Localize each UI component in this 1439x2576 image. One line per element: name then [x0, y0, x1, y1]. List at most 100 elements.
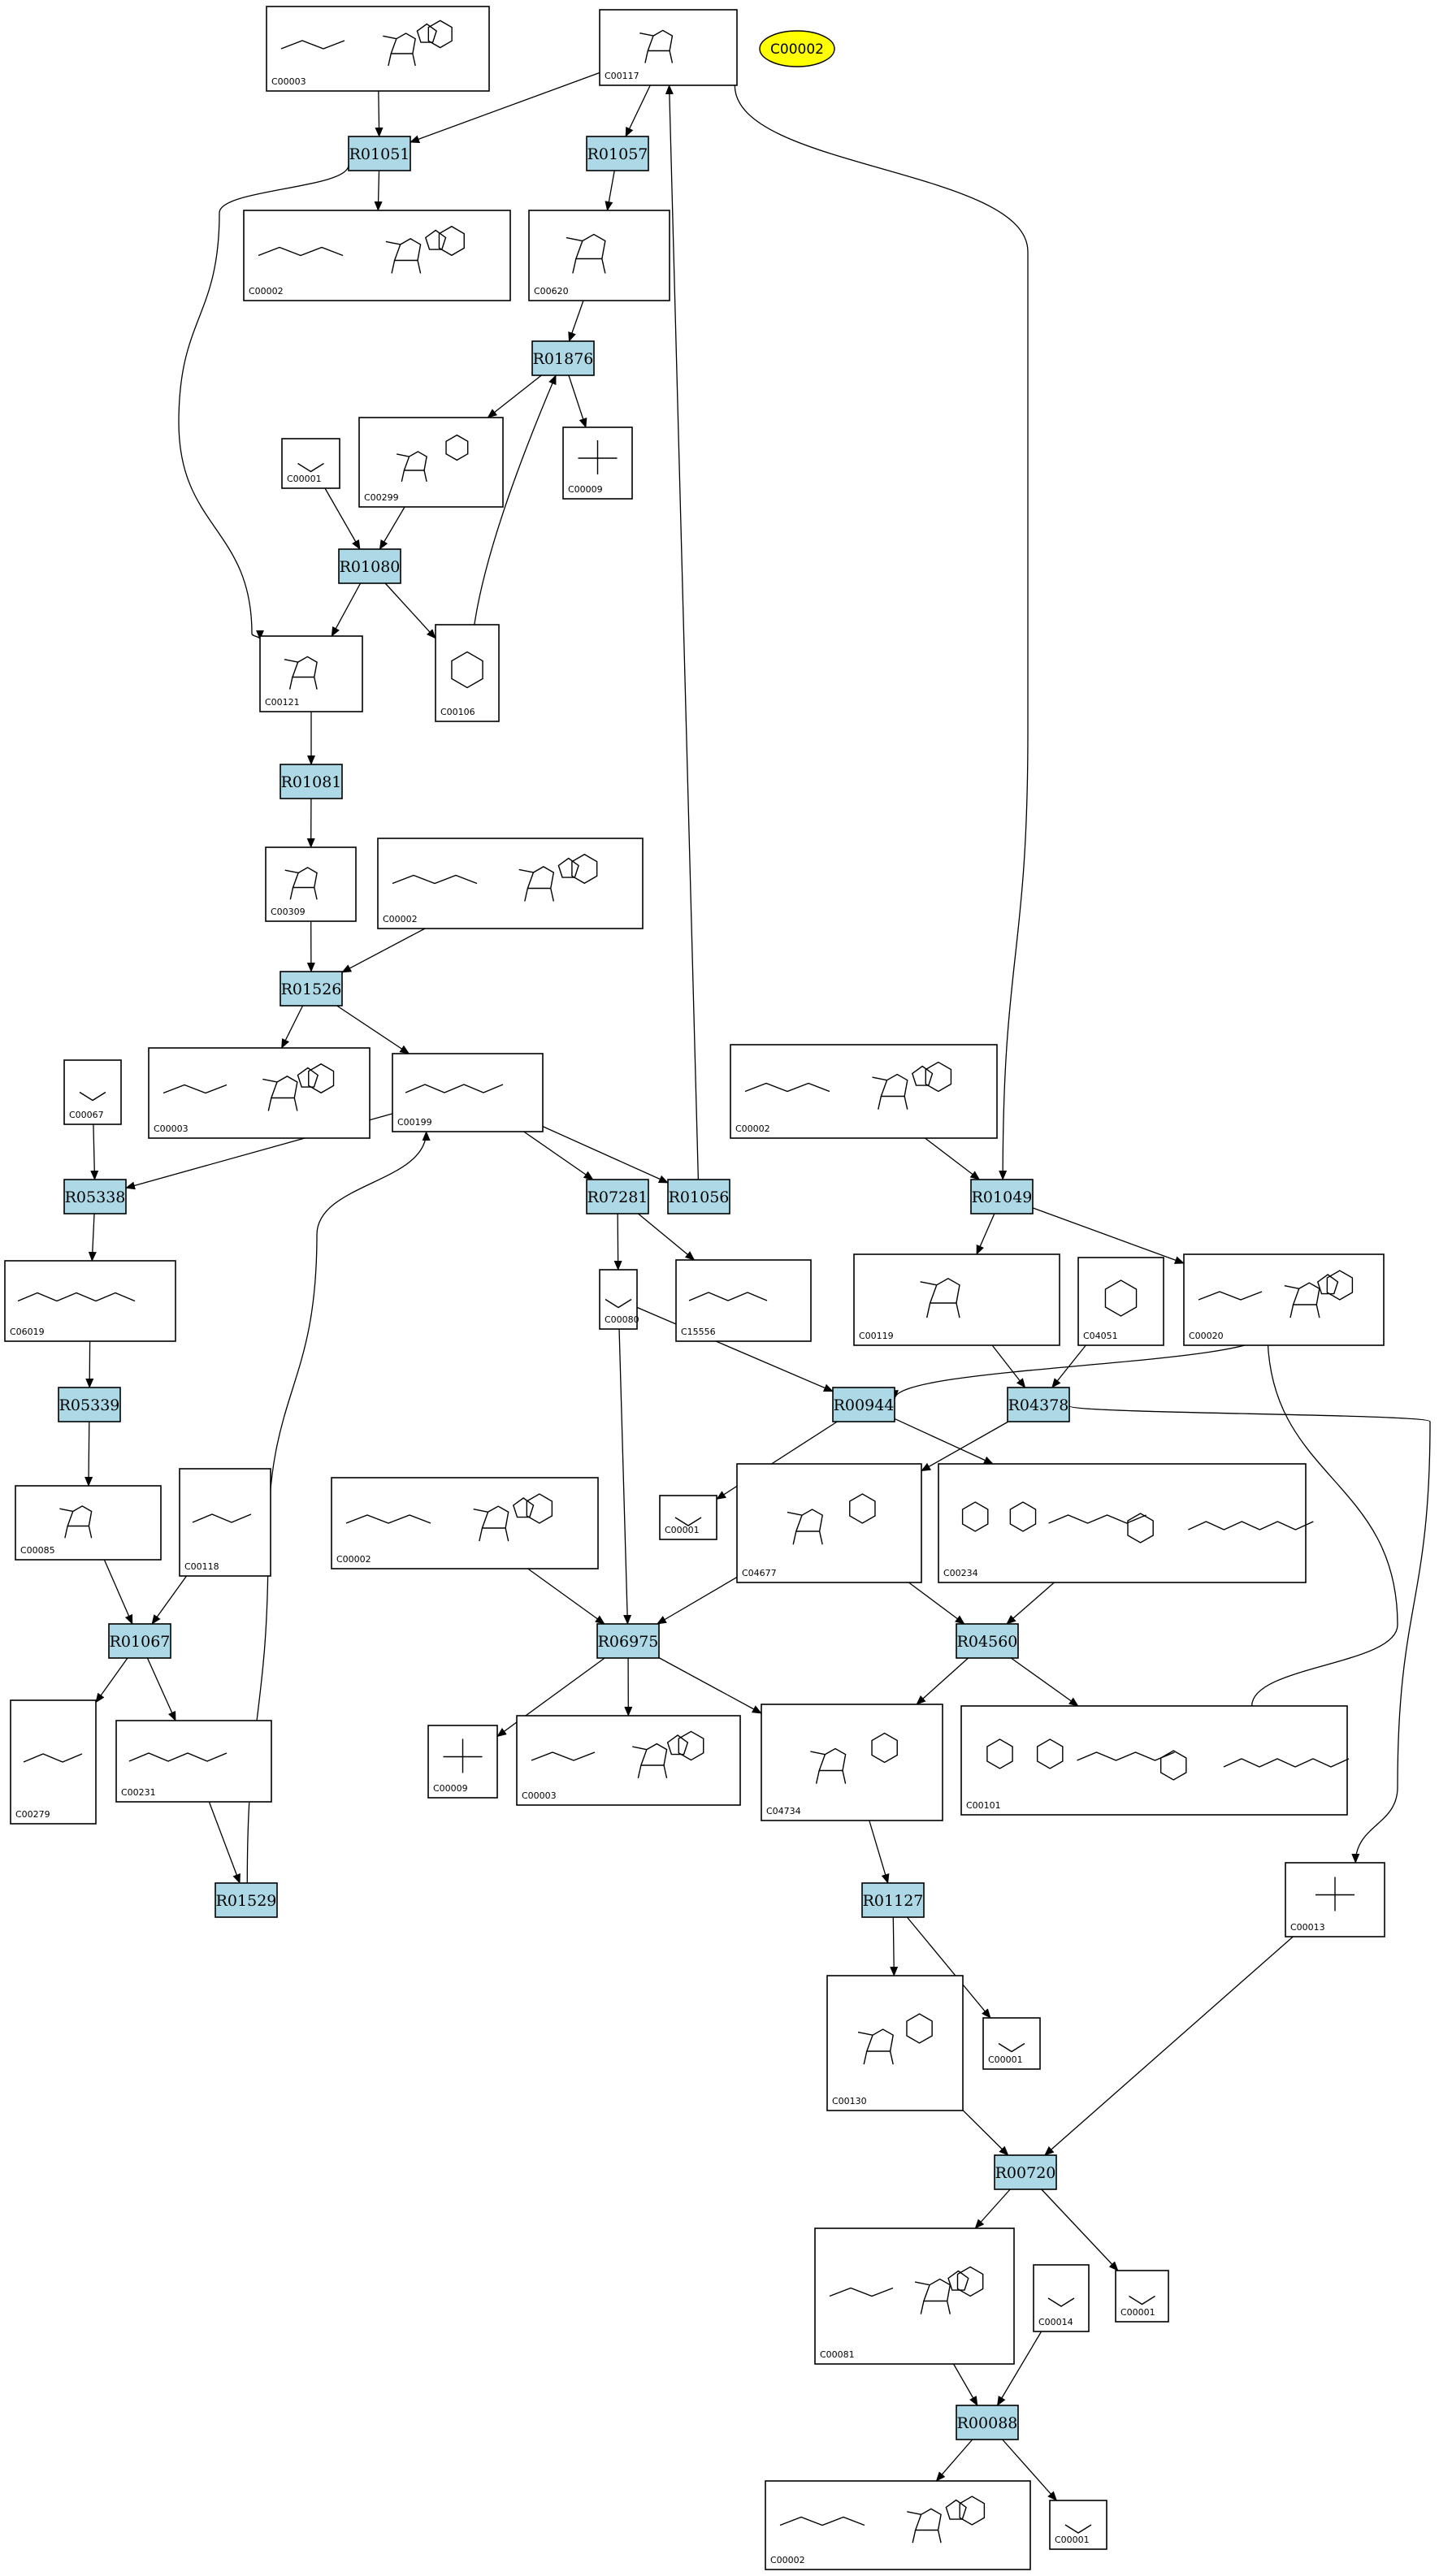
compound-node[interactable]: C00231 [115, 1720, 272, 1803]
compound-id: C00199 [397, 1117, 432, 1128]
compound-node[interactable]: C00002 [331, 1477, 599, 1569]
reaction-box [861, 1882, 925, 1918]
reaction-box [280, 764, 343, 799]
bond [314, 887, 318, 900]
bond [878, 1096, 882, 1110]
compound-node[interactable]: C04051 [1077, 1257, 1164, 1346]
ring-bond [956, 2266, 984, 2297]
reaction-node[interactable]: R01056 [667, 1179, 730, 1214]
bond [1289, 1304, 1294, 1318]
compound-node[interactable]: C00299 [358, 417, 504, 508]
bond [423, 470, 427, 483]
compound-box [516, 1715, 741, 1806]
compound-node[interactable]: C00101 [960, 1705, 1350, 1816]
compound-node[interactable]: C00001 [1115, 2270, 1169, 2323]
compound-node[interactable]: C00085 [15, 1485, 162, 1561]
ring-bond [512, 1497, 535, 1518]
reaction-node[interactable]: R01876 [531, 340, 595, 376]
compound-box [814, 2227, 1015, 2365]
compound-node[interactable]: C04677 [736, 1463, 922, 1583]
compound-node[interactable]: C00199 [392, 1053, 544, 1132]
reaction-node[interactable]: R07281 [586, 1179, 649, 1214]
edge [103, 1559, 133, 1625]
reaction-node[interactable]: R01067 [108, 1623, 171, 1659]
compound-node[interactable]: C00014 [1033, 2264, 1090, 2332]
compound-id: C00117 [605, 71, 639, 81]
reaction-node[interactable]: R01529 [215, 1882, 278, 1918]
compound-node[interactable]: C00003 [266, 6, 490, 92]
reaction-node[interactable]: R00088 [956, 2405, 1019, 2440]
reaction-box [994, 2154, 1057, 2190]
ring-bond [1104, 1279, 1138, 1317]
compound-node[interactable]: C00106 [435, 624, 500, 722]
bond [297, 462, 324, 473]
compound-node[interactable]: C00002 [765, 2480, 1031, 2570]
compound-node[interactable]: C00001 [982, 2017, 1041, 2070]
compound-node[interactable]: C00234 [938, 1463, 1314, 1583]
structure-drawing [566, 233, 606, 274]
reaction-node[interactable]: R01127 [861, 1882, 925, 1918]
compound-id: C00020 [1189, 1331, 1224, 1341]
reaction-node[interactable]: R05339 [58, 1387, 121, 1422]
compound-node[interactable]: C00118 [179, 1468, 271, 1577]
reaction-node[interactable]: R01057 [586, 136, 649, 171]
compound-node[interactable]: C00121 [259, 635, 363, 712]
edge [527, 1568, 605, 1625]
compound-node[interactable]: C00080 [599, 1269, 639, 1330]
edge [568, 300, 584, 342]
reaction-node[interactable]: R01081 [280, 764, 343, 799]
reaction-node[interactable]: R05338 [63, 1179, 127, 1214]
compound-node[interactable]: C00002 [730, 1044, 998, 1139]
edge [891, 1331, 1398, 1707]
reaction-node[interactable]: R01080 [338, 548, 401, 584]
highlight-label: C00002 [770, 41, 824, 58]
compound-node[interactable]: C00309 [265, 846, 357, 922]
reaction-node[interactable]: R01049 [970, 1179, 1034, 1214]
bond [1047, 2297, 1075, 2307]
chain-bond [1223, 1758, 1350, 1768]
compound-node[interactable]: C00081 [814, 2227, 1015, 2365]
compound-node[interactable]: C00117 [599, 9, 738, 86]
reaction-node[interactable]: R01526 [280, 971, 343, 1007]
compound-node[interactable]: C06019 [4, 1260, 176, 1342]
reaction-box [667, 1179, 730, 1214]
compound-node[interactable]: C00130 [826, 1975, 964, 2111]
edge [542, 1126, 669, 1184]
ring-bond [647, 29, 674, 52]
ring-bond [959, 2496, 986, 2526]
compound-node[interactable]: C00279 [10, 1699, 97, 1825]
compound-node[interactable]: C00001 [1049, 2500, 1107, 2550]
compound-node[interactable]: C04734 [761, 1704, 943, 1821]
bond [572, 258, 577, 274]
edge [605, 170, 615, 211]
compound-box [392, 1053, 544, 1132]
compound-node[interactable]: C00067 [63, 1059, 122, 1125]
reaction-node[interactable]: R00720 [994, 2154, 1057, 2190]
reaction-node[interactable]: R06975 [596, 1623, 660, 1659]
reaction-node[interactable]: R00944 [832, 1387, 895, 1422]
reaction-box [832, 1387, 895, 1422]
compound-node[interactable]: C00020 [1183, 1253, 1385, 1346]
compound-node[interactable]: C00119 [853, 1253, 1060, 1346]
edge [974, 2189, 1011, 2229]
bond [601, 258, 606, 274]
ring-bond [451, 651, 483, 689]
compound-node[interactable]: C00009 [562, 426, 633, 500]
compound-node[interactable]: C00013 [1285, 1862, 1385, 1937]
compound-node[interactable]: C00003 [516, 1715, 741, 1806]
compound-node[interactable]: C00001 [281, 438, 340, 489]
reaction-node[interactable]: R01051 [348, 136, 411, 171]
compound-node[interactable]: C00002 [377, 838, 644, 929]
reaction-node[interactable]: R04560 [956, 1623, 1019, 1659]
compound-box [938, 1463, 1307, 1583]
compound-node[interactable]: C00620 [528, 210, 670, 301]
reaction-node[interactable]: R04378 [1007, 1387, 1070, 1422]
compound-node[interactable]: C00009 [427, 1725, 498, 1799]
compound-node[interactable]: C15556 [675, 1259, 812, 1342]
compound-node[interactable]: C00002 [243, 210, 511, 301]
structure-drawing [674, 1517, 702, 1526]
compound-node[interactable]: C00003 [148, 1047, 371, 1139]
highlight-node[interactable]: C00002 [759, 30, 835, 67]
compound-node[interactable]: C00001 [659, 1495, 717, 1540]
